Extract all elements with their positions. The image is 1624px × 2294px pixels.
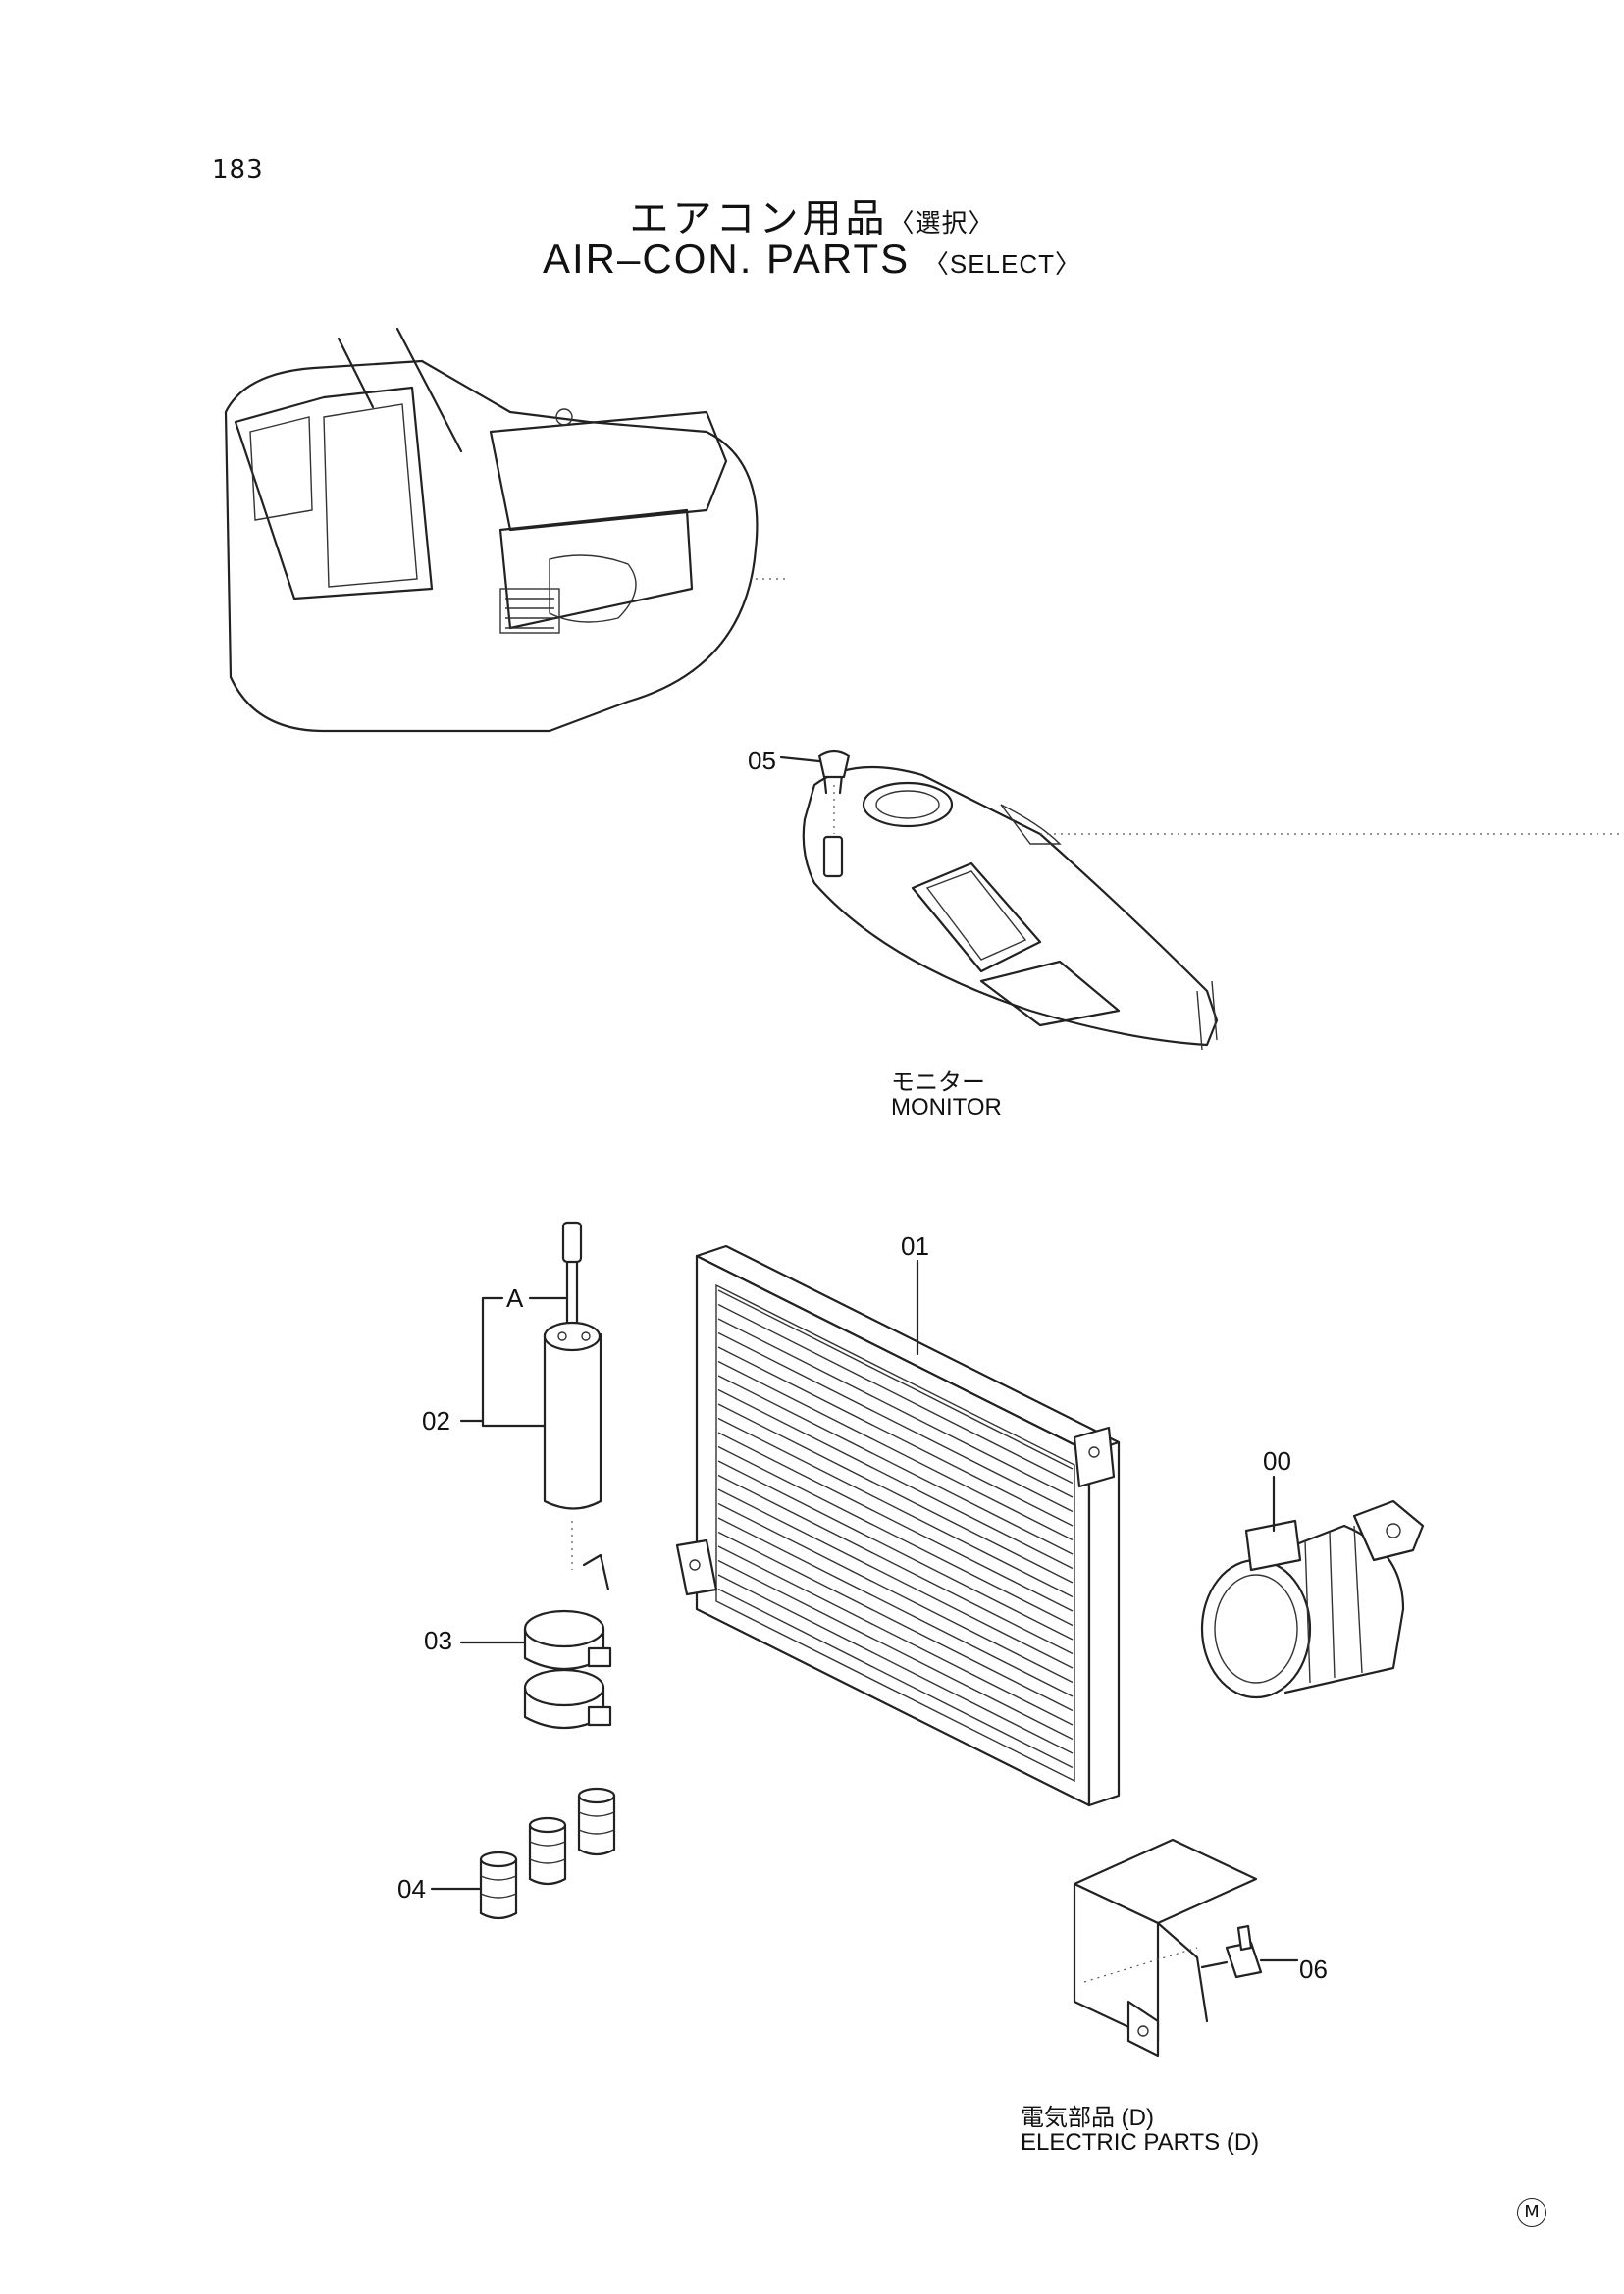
condenser-fin bbox=[717, 1517, 1074, 1697]
condenser-fin bbox=[717, 1346, 1074, 1527]
condenser-fin bbox=[717, 1588, 1074, 1769]
condenser-fin bbox=[717, 1360, 1074, 1541]
condenser-fin bbox=[717, 1559, 1074, 1741]
condenser-fin bbox=[717, 1318, 1074, 1498]
condenser-fin bbox=[717, 1303, 1074, 1485]
callout-a[interactable]: A bbox=[506, 1283, 524, 1313]
excavator-illustration bbox=[224, 327, 785, 733]
title-jp-suffix: 〈選択〉 bbox=[888, 209, 995, 238]
electric-parts-label-en: ELECTRIC PARTS (D) bbox=[1021, 2129, 1260, 2156]
condenser-fin bbox=[717, 1375, 1074, 1555]
condenser-fin bbox=[717, 1488, 1074, 1669]
condenser-fin bbox=[717, 1417, 1074, 1598]
title-english: AIR–CON. PARTS 〈SELECT〉 bbox=[0, 235, 1624, 283]
condenser-fin bbox=[717, 1502, 1074, 1684]
title-japanese: エアコン用品〈選択〉 bbox=[0, 186, 1624, 243]
m-mark: M bbox=[1517, 2198, 1546, 2227]
cylinder-set bbox=[430, 1787, 616, 1920]
title-jp-text: エアコン用品 bbox=[629, 196, 889, 241]
title-en-text: AIR–CON. PARTS bbox=[542, 235, 911, 282]
condenser-fin bbox=[717, 1531, 1074, 1712]
page-number: 183 bbox=[212, 155, 264, 184]
callout-00[interactable]: 00 bbox=[1263, 1446, 1291, 1476]
condenser-fin bbox=[717, 1460, 1074, 1641]
condenser-fin bbox=[717, 1432, 1074, 1612]
condenser-fin bbox=[717, 1403, 1074, 1584]
condenser-fin bbox=[717, 1474, 1074, 1655]
monitor-label-en: MONITOR bbox=[891, 1094, 1002, 1121]
condenser-fin bbox=[717, 1445, 1074, 1627]
callout-01[interactable]: 01 bbox=[901, 1231, 929, 1261]
callout-04[interactable]: 04 bbox=[397, 1874, 426, 1903]
condenser-fin bbox=[717, 1574, 1074, 1754]
electric-parts-label-jp: 電気部品 (D) bbox=[1021, 2105, 1154, 2131]
drier-bracket bbox=[459, 1553, 612, 1730]
compressor bbox=[1200, 1475, 1425, 1699]
condenser-fin bbox=[717, 1545, 1074, 1726]
condenser-fin bbox=[717, 1289, 1074, 1470]
monitor-console bbox=[779, 749, 1624, 1051]
condenser-fin bbox=[717, 1331, 1074, 1513]
callout-02[interactable]: 02 bbox=[422, 1406, 450, 1435]
title-en-suffix: 〈SELECT〉 bbox=[922, 249, 1082, 279]
condenser bbox=[675, 1244, 1121, 1807]
callout-05[interactable]: 05 bbox=[748, 746, 776, 775]
callout-06[interactable]: 06 bbox=[1299, 1955, 1328, 1984]
callout-03[interactable]: 03 bbox=[424, 1626, 452, 1655]
monitor-label-jp: モニター bbox=[891, 1069, 985, 1096]
condenser-fin bbox=[717, 1388, 1074, 1570]
electric-bracket bbox=[1073, 1838, 1299, 2058]
receiver-drier bbox=[459, 1221, 602, 1570]
